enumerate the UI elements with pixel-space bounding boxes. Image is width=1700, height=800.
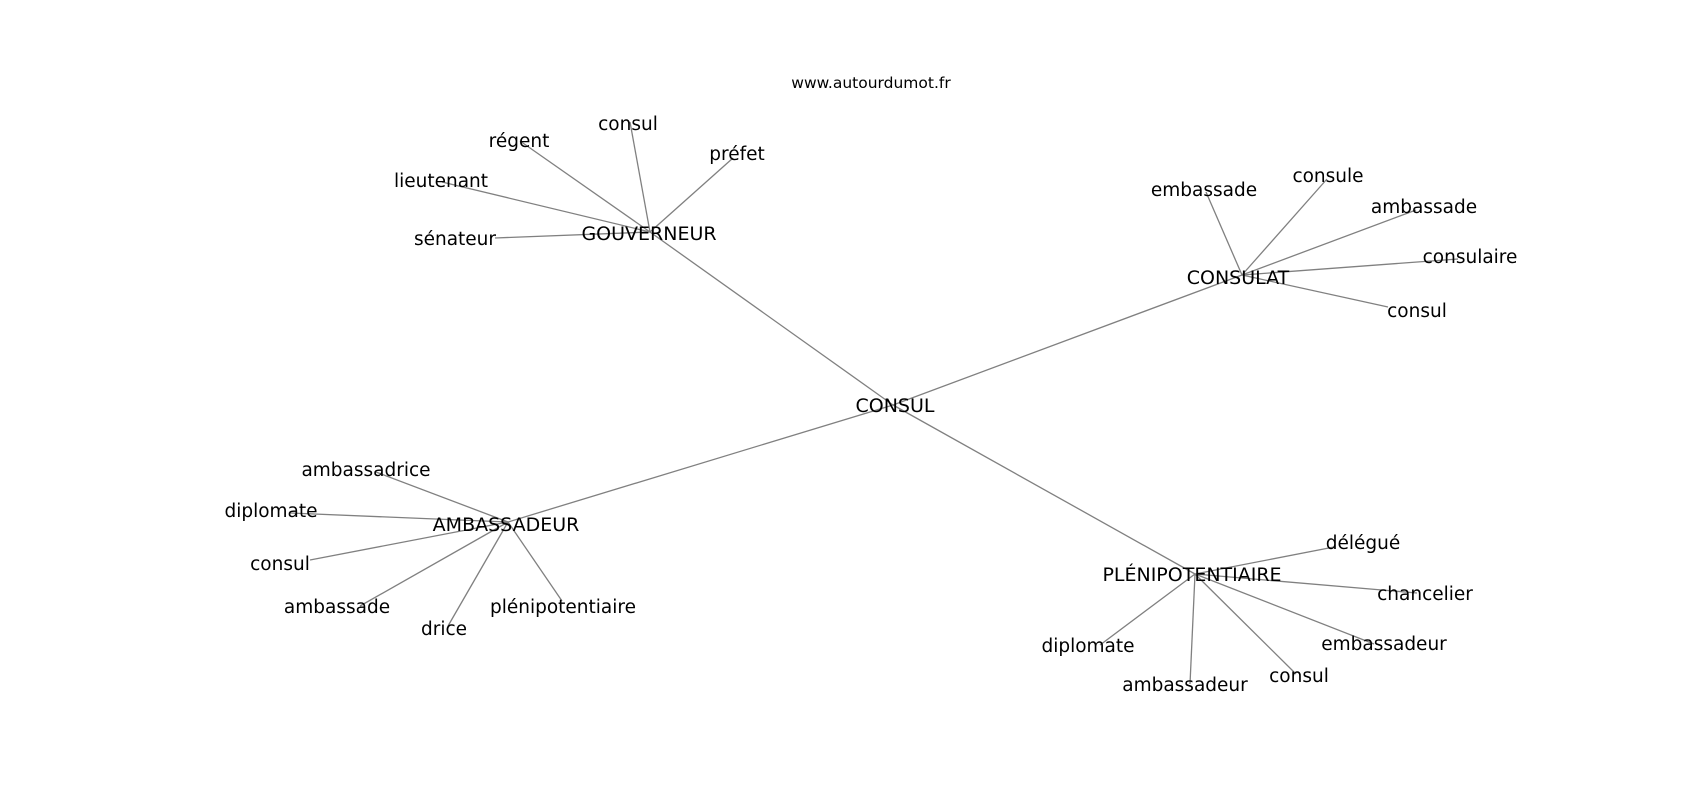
hub-label-plenipotentiaire: PLÉNIPOTENTIAIRE <box>1102 563 1281 586</box>
leaf-label: diplomate <box>1041 636 1134 657</box>
leaf-label: diplomate <box>224 501 317 522</box>
center-node-label: CONSUL <box>856 395 935 417</box>
leaf-label: embassade <box>1151 180 1257 201</box>
leaf-label: ambassade <box>284 597 390 618</box>
leaf-label: plénipotentiaire <box>490 597 636 618</box>
hub-leaf-edge <box>1194 573 1297 675</box>
hub-leaf-edge <box>1241 209 1417 276</box>
hub-leaf-edge <box>289 512 509 523</box>
leaf-label: consule <box>1292 166 1363 187</box>
leaf-label: régent <box>489 131 550 152</box>
center-hub-edge <box>507 404 894 523</box>
leaf-label: consul <box>598 114 658 135</box>
hub-leaf-edge <box>519 140 651 233</box>
hub-leaf-edge <box>447 521 509 627</box>
leaf-label: consul <box>1269 666 1329 687</box>
hub-leaf-edge <box>1241 178 1328 276</box>
hub-leaf-edge <box>1194 573 1375 645</box>
hub-label-consulat: CONSULAT <box>1187 267 1290 289</box>
center-hub-edge <box>892 274 1243 406</box>
hub-leaf-edge <box>649 157 734 233</box>
hub-leaf-edge <box>1241 274 1389 308</box>
leaf-label: délégué <box>1326 533 1401 554</box>
leaf-label: drice <box>421 619 467 640</box>
leaf-label: ambassadrice <box>301 460 430 481</box>
hub-leaf-edge <box>1189 573 1196 685</box>
leaf-label: chancelier <box>1377 584 1473 605</box>
graph-edges <box>289 121 1459 685</box>
leaf-label: consul <box>250 554 310 575</box>
hub-leaf-edge <box>494 231 651 239</box>
center-hub-edge <box>892 404 1196 575</box>
hub-leaf-edge <box>375 471 509 523</box>
source-label: www.autourdumot.fr <box>791 74 951 92</box>
leaf-label: embassadeur <box>1321 634 1447 655</box>
leaf-label: préfet <box>709 144 764 165</box>
hub-leaf-edge <box>1194 546 1335 575</box>
hub-leaf-edge <box>309 521 509 561</box>
leaf-label: ambassade <box>1371 197 1477 218</box>
hub-leaf-edge <box>1241 258 1459 276</box>
leaf-label: ambassadeur <box>1122 675 1248 696</box>
hub-label-gouverneur: GOUVERNEUR <box>581 223 716 245</box>
hub-leaf-edge <box>629 121 651 233</box>
leaf-label: sénateur <box>414 229 496 250</box>
hub-leaf-edge <box>1205 191 1243 276</box>
hub-leaf-edge <box>1194 573 1418 594</box>
leaf-label: consulaire <box>1423 247 1518 268</box>
hub-label-ambassadeur: AMBASSADEUR <box>433 514 580 536</box>
hub-leaf-edge <box>507 521 563 602</box>
center-hub-edge <box>649 231 894 406</box>
leaf-label: consul <box>1387 301 1447 322</box>
hub-leaf-edge <box>441 181 651 233</box>
leaf-label: lieutenant <box>394 171 488 192</box>
hub-leaf-edge <box>359 521 509 607</box>
hub-leaf-edge <box>1099 573 1196 646</box>
